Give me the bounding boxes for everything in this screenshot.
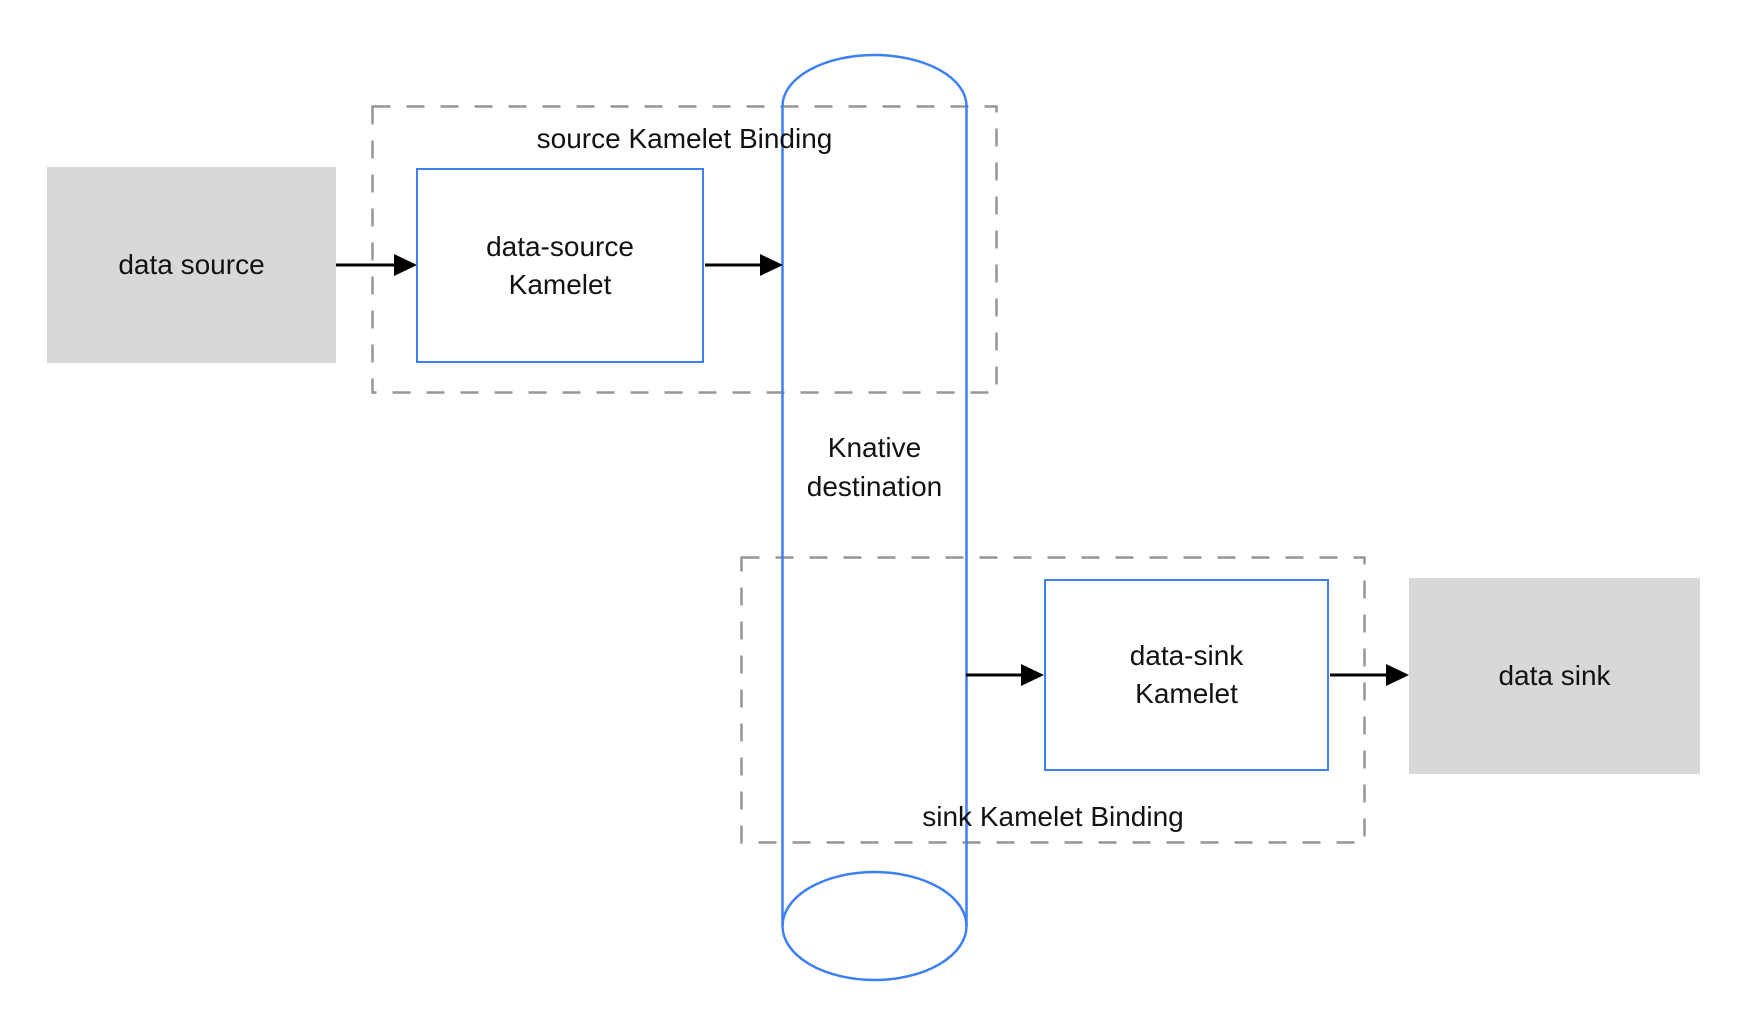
data-source-label: data source	[118, 249, 265, 280]
data-sink-label: data sink	[1498, 660, 1611, 691]
knative-destination-label: Knative destination	[724, 428, 1025, 506]
sink-kamelet-binding-box	[740, 556, 1366, 844]
sink-kamelet-binding-label: sink Kamelet Binding	[922, 801, 1184, 832]
arrow-kamelet-to-channel	[705, 254, 783, 276]
arrow-head	[1386, 664, 1409, 686]
data-sink-kamelet-label-line1: data-sink	[1129, 640, 1244, 671]
data-source-kamelet-node: data-source Kamelet	[416, 168, 704, 363]
data-source-kamelet-label-line1: data-source	[486, 230, 634, 262]
knative-destination-label-line1: Knative	[827, 432, 922, 463]
arrow-source-to-kamelet	[336, 254, 417, 276]
knative-channel-cylinder	[781, 53, 968, 982]
arrow-head	[760, 254, 783, 276]
data-source-node: data source	[47, 167, 336, 363]
arrow-head	[394, 254, 417, 276]
knative-destination-label-line2: destination	[806, 471, 943, 502]
cylinder-top-arc	[781, 53, 968, 107]
arrow-sink-kamelet-to-sink	[1330, 664, 1409, 686]
data-source-kamelet-label-line2: Kamelet	[508, 268, 612, 300]
data-sink-kamelet-node: data-sink Kamelet	[1044, 579, 1329, 771]
arrow-channel-to-sink-kamelet	[966, 664, 1044, 686]
arrow-head	[1021, 664, 1044, 686]
data-sink-kamelet-label-line2: Kamelet	[1135, 678, 1238, 709]
cylinder-bottom-ellipse	[781, 870, 968, 982]
source-kamelet-binding-label: source Kamelet Binding	[536, 123, 833, 154]
source-kamelet-binding-box	[371, 105, 998, 394]
data-sink-node: data sink	[1409, 578, 1700, 774]
